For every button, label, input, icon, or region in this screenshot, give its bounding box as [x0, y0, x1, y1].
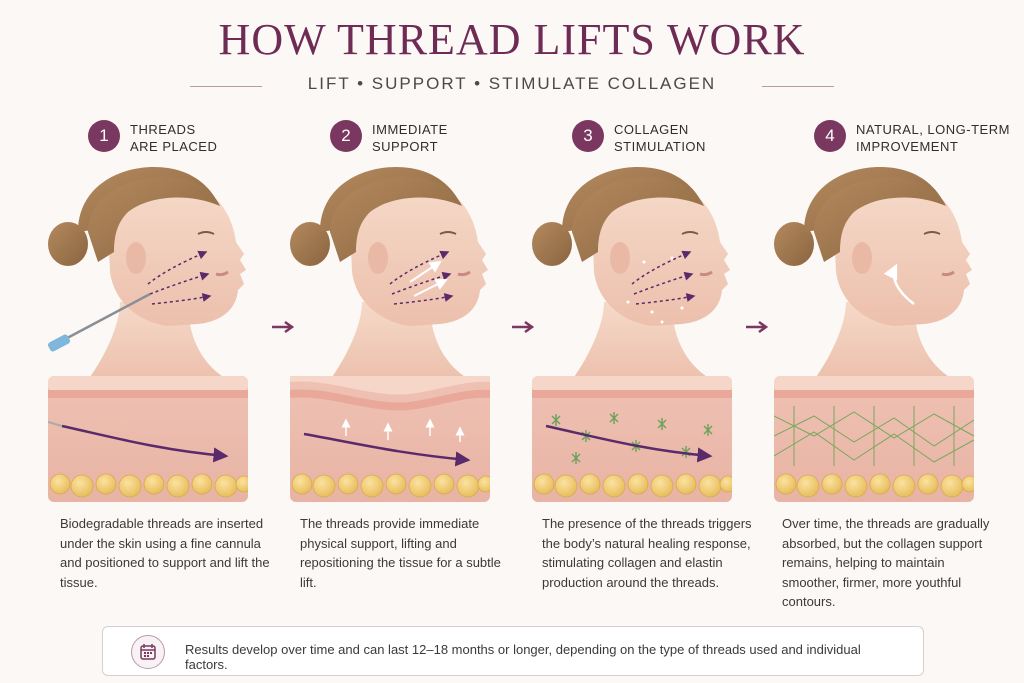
step-4-description: Over time, the threads are gradually abs… — [782, 516, 990, 609]
step-title: NATURAL, LONG-TERM IMPROVEMENT — [856, 122, 1010, 154]
subtitle-divider-left — [190, 86, 262, 87]
step-number-badge: 4 — [814, 120, 846, 152]
sparkle-dots — [626, 256, 684, 324]
step-1-description: Biodegradable threads are inserted under… — [60, 516, 270, 590]
face-profile — [532, 166, 730, 380]
step-2-description: The threads provide immediate physical s… — [300, 516, 501, 590]
step-arrow-icon — [746, 320, 769, 334]
lift-arrows — [389, 250, 454, 305]
step-number-badge: 3 — [572, 120, 604, 152]
face-profile — [48, 166, 246, 380]
page-subtitle: LIFT • SUPPORT • STIMULATE COLLAGEN — [307, 74, 717, 93]
results-note-text: Results develop over time and can last 1… — [185, 642, 861, 672]
step-number-badge: 2 — [330, 120, 362, 152]
step-arrow-icon — [512, 320, 535, 334]
collagen-network — [774, 406, 974, 466]
subtitle-row: LIFT • SUPPORT • STIMULATE COLLAGEN — [0, 74, 1024, 98]
step-3: 3 COLLAGEN STIMULATION — [532, 118, 764, 502]
face-profile — [774, 166, 972, 380]
step-2: 2 IMMEDIATE SUPPORT — [290, 118, 522, 502]
face-profile — [290, 166, 488, 380]
cannula-needle — [48, 292, 151, 352]
step-2-header: 2 IMMEDIATE SUPPORT — [330, 118, 530, 158]
step-number-badge: 1 — [88, 120, 120, 152]
thread-lines — [631, 250, 696, 305]
results-note: Results develop over time and can last 1… — [102, 626, 924, 676]
step-1-header: 1 THREADS ARE PLACED — [88, 118, 288, 158]
step-4-header: 4 NATURAL, LONG-TERM IMPROVEMENT — [814, 118, 1014, 158]
lift-arrow — [883, 263, 915, 305]
thread-lines — [147, 250, 212, 305]
face-illustration-long-term-improvement — [774, 166, 972, 380]
skin-cross-section — [48, 376, 248, 502]
skin-cross-section — [532, 376, 732, 502]
step-title: THREADS ARE PLACED — [130, 122, 218, 154]
step-arrow-icon — [272, 320, 295, 334]
skin-cross-section — [290, 376, 490, 502]
subtitle-divider-right — [762, 86, 834, 87]
step-4: 4 NATURAL, LONG-TERM IMPROVEMENT — [774, 118, 1009, 502]
skin-cross-section — [774, 376, 974, 502]
step-title: COLLAGEN STIMULATION — [614, 122, 706, 154]
step-1: 1 THREADS ARE PLACED — [48, 118, 280, 502]
step-3-description: The presence of the threads triggers the… — [542, 516, 752, 590]
calendar-icon — [131, 635, 165, 669]
face-illustration-threads-placed — [48, 166, 246, 380]
page-title: HOW THREAD LIFTS WORK — [218, 15, 806, 64]
step-title: IMMEDIATE SUPPORT — [372, 122, 448, 154]
face-illustration-immediate-support — [290, 166, 488, 380]
step-3-header: 3 COLLAGEN STIMULATION — [572, 118, 772, 158]
face-illustration-collagen-stimulation — [532, 166, 730, 380]
